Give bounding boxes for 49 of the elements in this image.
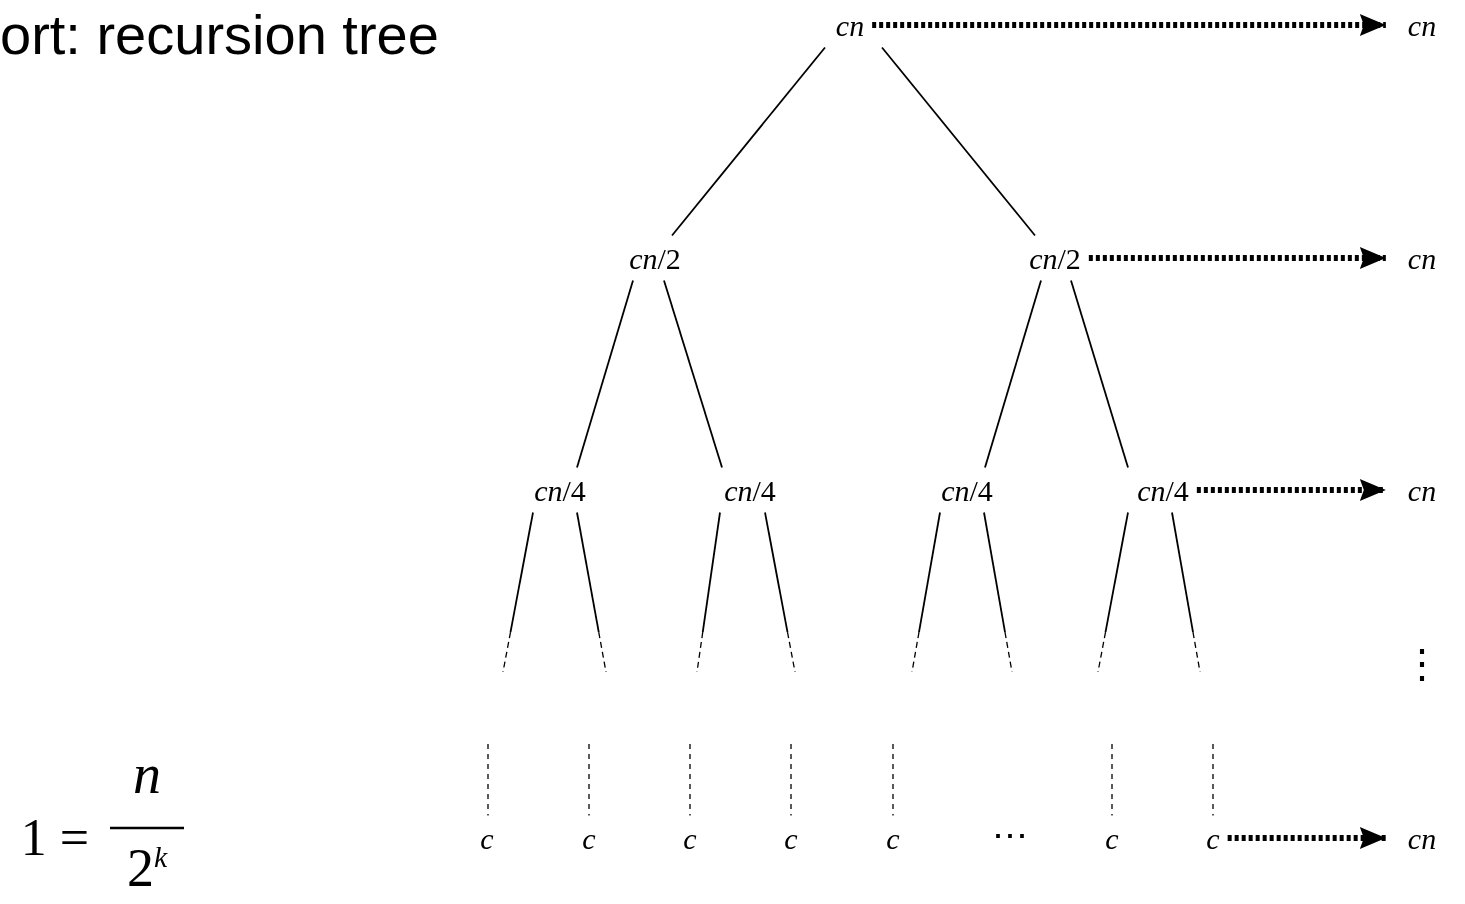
tree-branch [576, 279, 634, 469]
tree-branch [984, 279, 1042, 469]
term-label: c [776, 815, 806, 861]
term-label: c [675, 815, 705, 861]
term-label: cn/4 [1129, 467, 1197, 513]
term-label: c [878, 815, 908, 861]
term-label: c [574, 815, 604, 861]
ellipsis: ⋯ [992, 818, 1028, 854]
tree-branch [663, 279, 723, 469]
vertical-ellipsis: ⋮ [1402, 644, 1442, 684]
dotted-arrow [1088, 247, 1386, 269]
dashed-branch [1111, 743, 1113, 817]
term-label: cn [1399, 467, 1445, 513]
term-label: cn/4 [933, 467, 1001, 513]
tree-branch [1104, 511, 1129, 634]
term-label: c [1097, 815, 1127, 861]
dashed-branch [689, 743, 691, 817]
term-label: cn [1399, 235, 1445, 281]
tree-branch [509, 511, 534, 634]
tree-branch [576, 511, 600, 634]
tree-branch [1171, 511, 1194, 634]
term-label: cn [1399, 2, 1445, 48]
dotted-arrow [872, 14, 1386, 36]
dashed-branch [1212, 743, 1214, 817]
term-label: cn/2 [1021, 235, 1089, 281]
denominator-text: 2$^{k}$ [126, 841, 168, 895]
slide-title: ort: recursion tree [0, 2, 439, 67]
term-label: cn/4 [716, 467, 784, 513]
term-label: c [1198, 815, 1228, 861]
term-label: cn/4 [526, 467, 594, 513]
tree-branch [983, 511, 1006, 634]
equation-text: 1 = [20, 812, 90, 864]
tree-branch [918, 511, 941, 634]
term-label: cn [1399, 815, 1445, 861]
numerator-text: n [133, 746, 161, 802]
term-label: c [472, 815, 502, 861]
tree-branch [701, 511, 721, 634]
dashed-branch [790, 743, 792, 817]
dotted-arrow [1227, 827, 1386, 849]
dotted-arrow [1196, 479, 1386, 501]
tree-branch [881, 46, 1036, 237]
dashed-branch [892, 743, 894, 817]
dashed-branch [487, 743, 489, 817]
tree-branch [764, 511, 789, 634]
term-label: cn/2 [621, 235, 689, 281]
dashed-branch [588, 743, 590, 817]
tree-branch [671, 46, 826, 237]
tree-branch [1070, 279, 1129, 469]
term-label: cn [827, 2, 873, 48]
